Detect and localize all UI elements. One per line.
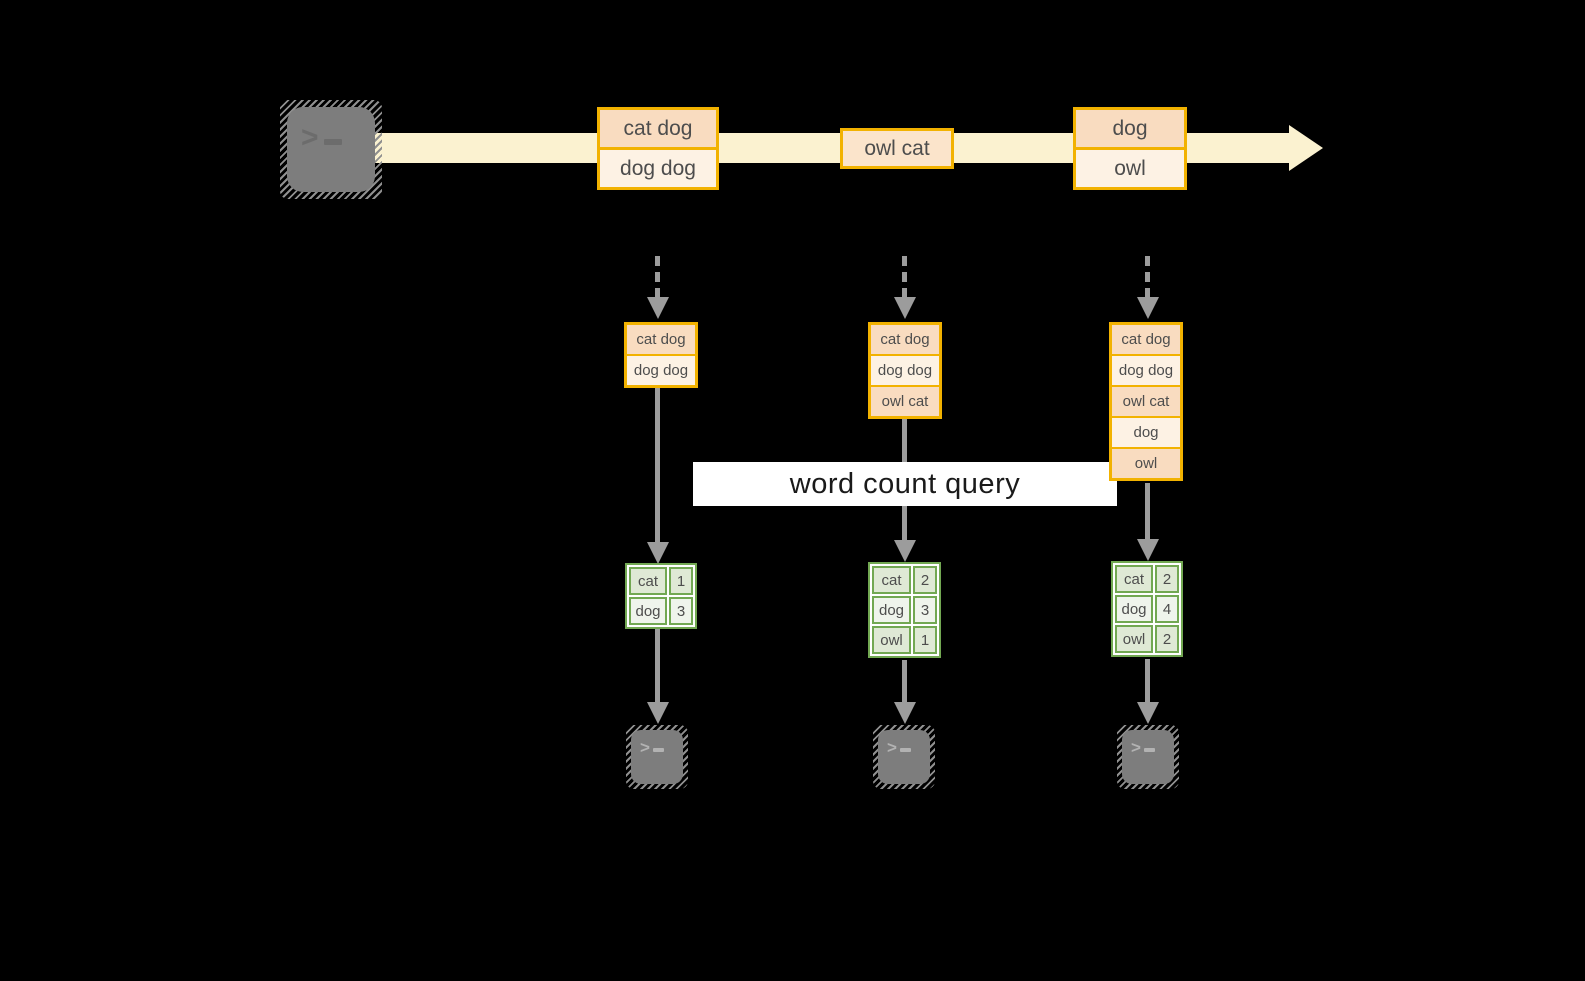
flow-arrow — [1145, 483, 1150, 539]
table-row: owl 2 — [1115, 625, 1179, 653]
dashed-arrowhead-icon — [894, 297, 916, 319]
prompt-chevron-icon: > — [640, 738, 650, 757]
state-box: cat dog dog dog owl cat dog owl — [1109, 322, 1183, 481]
terminal-icon: > — [626, 725, 688, 789]
flow-arrow — [1145, 659, 1150, 703]
dashed-arrow — [655, 256, 660, 298]
table-row: dog 3 — [872, 596, 937, 624]
query-label: word count query — [693, 462, 1117, 506]
state-row: dog dog — [627, 354, 695, 385]
count-cell: 3 — [669, 597, 693, 625]
flow-arrowhead-icon — [894, 702, 916, 724]
word-cell: cat — [629, 567, 667, 595]
event-line: cat dog — [600, 110, 716, 147]
state-row: owl cat — [1112, 385, 1180, 416]
terminal-icon: > — [280, 100, 382, 199]
word-cell: dog — [872, 596, 911, 624]
stream-event-box: owl cat — [840, 128, 954, 169]
count-cell: 2 — [913, 566, 937, 594]
flow-arrowhead-icon — [1137, 539, 1159, 561]
flow-arrow — [655, 629, 660, 703]
flow-arrow — [655, 388, 660, 544]
wordcount-table: cat 2 dog 3 owl 1 — [868, 562, 941, 658]
prompt-underscore-icon — [1143, 748, 1155, 752]
word-cell: cat — [872, 566, 911, 594]
terminal-icon-body: > — [287, 107, 375, 192]
wordcount-table: cat 1 dog 3 — [625, 563, 697, 629]
state-row: dog dog — [871, 354, 939, 385]
word-cell: dog — [629, 597, 667, 625]
table-row: dog 3 — [629, 597, 693, 625]
wordcount-table: cat 2 dog 4 owl 2 — [1111, 561, 1183, 657]
prompt-chevron-icon: > — [1131, 738, 1141, 757]
event-line: owl — [1076, 147, 1184, 187]
count-cell: 3 — [913, 596, 937, 624]
terminal-icon: > — [873, 725, 935, 789]
table-row: cat 1 — [629, 567, 693, 595]
table-row: owl 1 — [872, 626, 937, 654]
event-line: dog — [1076, 110, 1184, 147]
event-line: owl cat — [843, 131, 951, 166]
dashed-arrowhead-icon — [647, 297, 669, 319]
stream-event-box: cat dog dog dog — [597, 107, 719, 190]
state-row: cat dog — [871, 325, 939, 354]
flow-arrowhead-icon — [1137, 702, 1159, 724]
dashed-arrow — [1145, 256, 1150, 298]
count-cell: 4 — [1155, 595, 1179, 623]
state-row: owl cat — [871, 385, 939, 416]
dashed-arrowhead-icon — [1137, 297, 1159, 319]
terminal-icon-body: > — [878, 730, 930, 784]
event-line: dog dog — [600, 147, 716, 187]
dashed-arrow — [902, 256, 907, 298]
state-box: cat dog dog dog owl cat — [868, 322, 942, 419]
count-cell: 2 — [1155, 565, 1179, 593]
state-row: cat dog — [627, 325, 695, 354]
flow-arrowhead-icon — [647, 542, 669, 564]
prompt-underscore-icon — [652, 748, 664, 752]
count-cell: 1 — [669, 567, 693, 595]
count-cell: 2 — [1155, 625, 1179, 653]
stream-event-box: dog owl — [1073, 107, 1187, 190]
word-cell: owl — [872, 626, 911, 654]
word-cell: cat — [1115, 565, 1153, 593]
state-row: cat dog — [1112, 325, 1180, 354]
prompt-chevron-icon: > — [301, 121, 319, 154]
prompt-chevron-icon: > — [887, 738, 897, 757]
flow-arrowhead-icon — [894, 540, 916, 562]
flow-arrowhead-icon — [647, 702, 669, 724]
table-row: dog 4 — [1115, 595, 1179, 623]
state-row: owl — [1112, 447, 1180, 478]
table-row: cat 2 — [1115, 565, 1179, 593]
count-cell: 1 — [913, 626, 937, 654]
prompt-underscore-icon — [899, 748, 911, 752]
stream-arrowhead-icon — [1289, 125, 1323, 171]
state-row: dog dog — [1112, 354, 1180, 385]
word-cell: owl — [1115, 625, 1153, 653]
terminal-icon-body: > — [1122, 730, 1174, 784]
terminal-icon-body: > — [631, 730, 683, 784]
flow-arrow — [902, 660, 907, 703]
state-box: cat dog dog dog — [624, 322, 698, 388]
state-row: dog — [1112, 416, 1180, 447]
word-cell: dog — [1115, 595, 1153, 623]
table-row: cat 2 — [872, 566, 937, 594]
prompt-underscore-icon — [323, 139, 342, 145]
terminal-icon: > — [1117, 725, 1179, 789]
